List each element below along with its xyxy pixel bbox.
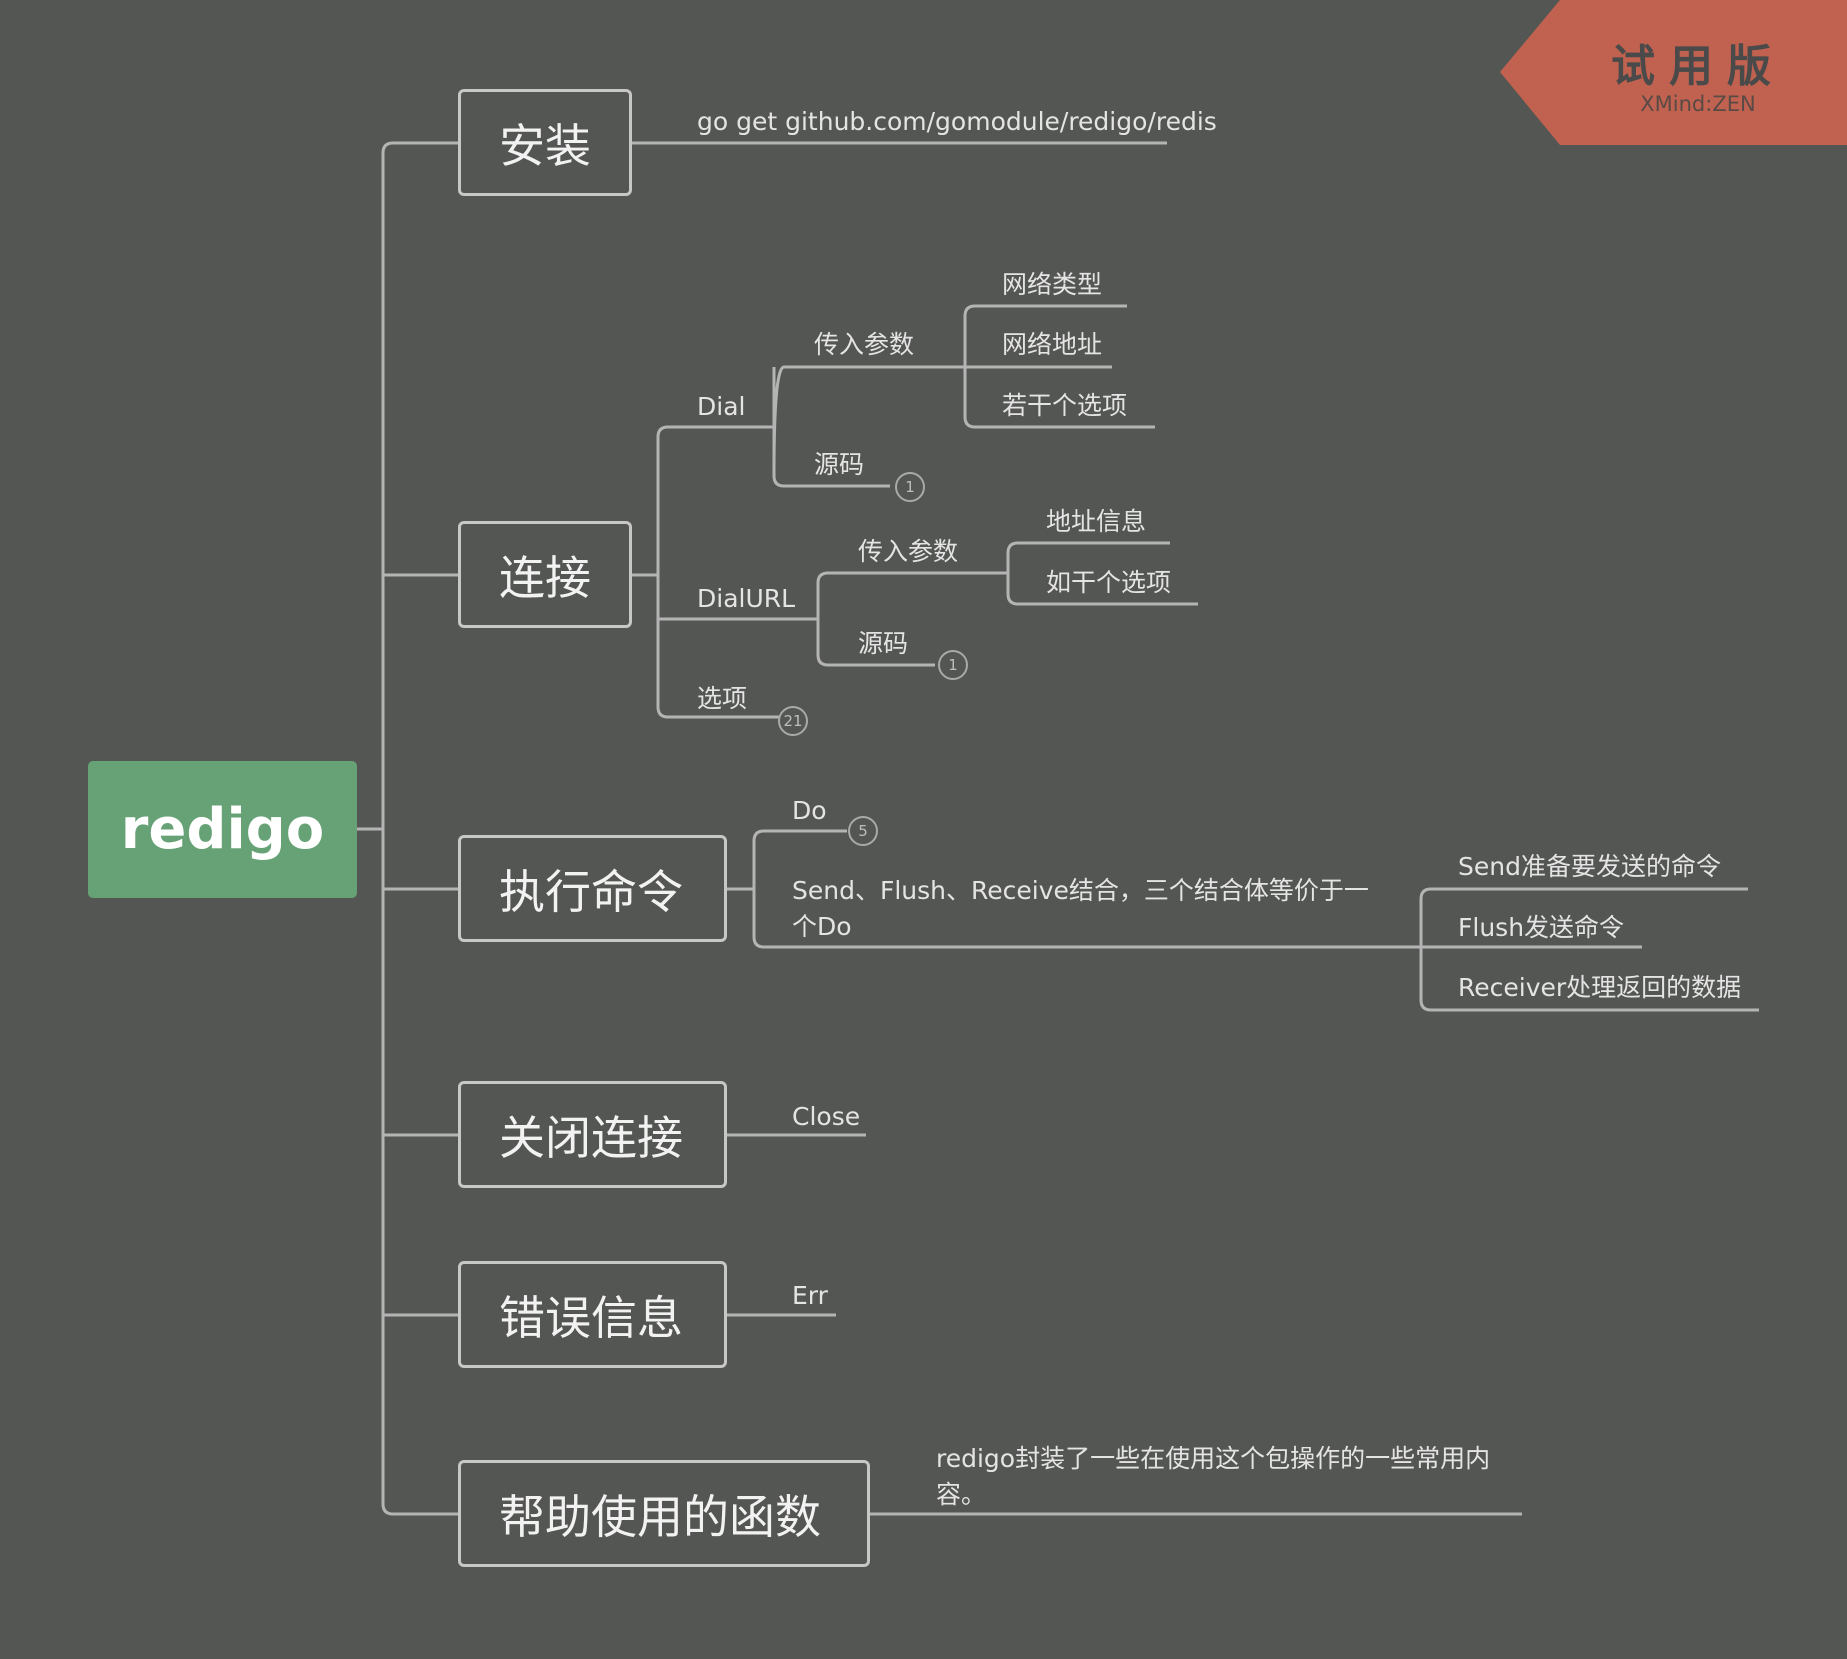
dial-param-item[interactable]: 若干个选项 (1002, 391, 1128, 420)
root-topic[interactable]: redigo (88, 761, 357, 898)
topic-close[interactable]: 关闭连接 (458, 1081, 727, 1188)
topic-helpers[interactable]: 帮助使用的函数 (458, 1460, 870, 1567)
dialurl-source-count-badge[interactable]: 1 (938, 650, 968, 680)
subtopic-do[interactable]: Do (792, 796, 827, 825)
close-child[interactable]: Close (792, 1102, 861, 1131)
watermark-subtitle: XMind:ZEN (1640, 92, 1756, 116)
dial-param-item[interactable]: 网络地址 (1002, 330, 1103, 359)
dialurl-param-item[interactable]: 地址信息 (1046, 507, 1147, 536)
combo-item[interactable]: Send准备要发送的命令 (1458, 852, 1721, 881)
subtopic-dialurl[interactable]: DialURL (697, 584, 796, 613)
combo-item[interactable]: Receiver处理返回的数据 (1458, 973, 1742, 1002)
options-count-badge[interactable]: 21 (778, 706, 808, 736)
combo-item[interactable]: Flush发送命令 (1458, 913, 1625, 942)
dial-source-count-badge[interactable]: 1 (895, 472, 925, 502)
topic-install[interactable]: 安装 (458, 89, 632, 196)
subtopic-options[interactable]: 选项 (697, 684, 748, 713)
dial-param-item[interactable]: 网络类型 (1002, 270, 1103, 299)
dialurl-params[interactable]: 传入参数 (858, 537, 959, 566)
watermark-title: 试用版 (1611, 41, 1785, 92)
subtopic-dial[interactable]: Dial (697, 392, 746, 421)
error-child[interactable]: Err (792, 1281, 828, 1310)
helpers-child[interactable]: redigo封装了一些在使用这个包操作的一些常用内容。 (936, 1444, 1491, 1509)
topic-connect[interactable]: 连接 (458, 521, 632, 628)
topic-exec[interactable]: 执行命令 (458, 835, 727, 942)
dialurl-source[interactable]: 源码 (858, 629, 909, 658)
dialurl-param-item[interactable]: 如干个选项 (1046, 568, 1172, 597)
dial-source[interactable]: 源码 (814, 450, 865, 479)
do-count-badge[interactable]: 5 (848, 816, 878, 846)
dial-params[interactable]: 传入参数 (814, 330, 915, 359)
trial-watermark-badge (1500, 0, 1847, 145)
topic-error[interactable]: 错误信息 (458, 1261, 727, 1368)
install-command[interactable]: go get github.com/gomodule/redigo/redis (697, 107, 1217, 136)
subtopic-combo[interactable]: Send、Flush、Receive结合，三个结合体等价于一个Do (792, 876, 1369, 941)
